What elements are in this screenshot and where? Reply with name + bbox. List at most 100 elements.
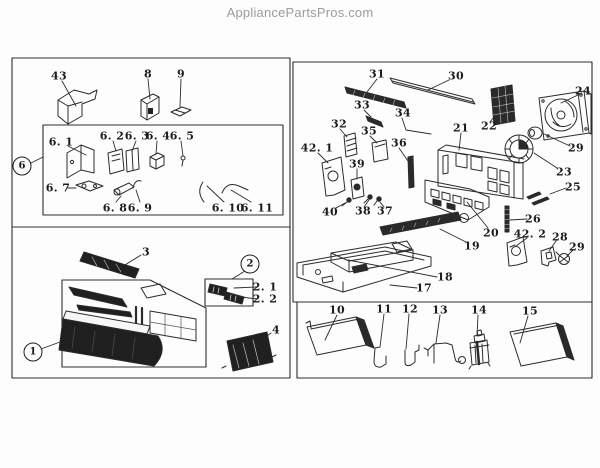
part-callout-31: 31: [368, 67, 386, 81]
part-callout-2-1: 2. 1: [252, 280, 278, 294]
part-callout-43: 43: [50, 69, 68, 83]
part-callout-42-1: 42. 1: [300, 141, 334, 155]
part-callout-14: 14: [470, 303, 488, 317]
panel-assembly-outline: [61, 279, 207, 368]
part-callout-6-11: 6. 11: [240, 201, 274, 215]
part-2-2-connector: [223, 291, 245, 305]
hardware-subsection-frame: [42, 124, 284, 216]
part-42-2-bracket: [506, 236, 528, 267]
part-28-bracket: [540, 246, 557, 267]
part-callout-20: 20: [482, 226, 500, 240]
part-callout-2-2: 2. 2: [252, 292, 278, 306]
part-31-bar: [344, 86, 407, 109]
part-callout-26: 26: [524, 212, 542, 226]
part-24-condenser-fan: [538, 90, 592, 141]
part-6-11-wire: [221, 184, 249, 194]
part-callout-29: 29: [568, 240, 586, 254]
part-callout-35: 35: [360, 124, 378, 138]
part-callout-6-7: 6. 7: [45, 181, 71, 195]
site-watermark: AppliancePartsPros.com: [226, 5, 374, 20]
part-29-fan-motor: [527, 126, 543, 140]
part-12-bracket: [404, 344, 420, 367]
part-6-8-roller: [113, 182, 135, 196]
part-20-vane-assembly: [424, 179, 490, 221]
part-43-bracket: [57, 89, 98, 125]
part-callout-3: 3: [141, 245, 151, 259]
part-36-capacitor: [407, 155, 415, 189]
part-callout-29: 29: [567, 141, 585, 155]
part-6-5-screw: [180, 155, 186, 167]
part-18-tray: [330, 240, 414, 273]
part-callout-39: 39: [348, 157, 366, 171]
part-callout-6-2: 6. 2: [99, 129, 125, 143]
part-callout-32: 32: [330, 117, 348, 131]
part-26-threaded-rod: [503, 205, 511, 233]
part-callout-6-4: 6. 4: [145, 129, 171, 143]
part-23-blower-wheel: [504, 134, 534, 164]
section-frames: [11, 57, 593, 379]
part-22-heat-shield: [490, 84, 516, 126]
part-callout-42-2: 42. 2: [513, 227, 547, 241]
part-15-condenser-coil: [509, 322, 575, 367]
part-callout-9: 9: [176, 67, 186, 81]
part-4-grille: [221, 331, 277, 372]
part-10-evaporator-coil: [305, 316, 375, 356]
part-6-3-plate: [125, 147, 140, 173]
part-1-front-panel-assembly: [58, 283, 197, 367]
part-6-10-wire: [199, 181, 205, 203]
part-21-partition-panel: [437, 144, 525, 200]
part-14-compressor: [468, 329, 491, 370]
part-callout-37: 37: [376, 204, 394, 218]
part-callout-1: 1: [23, 342, 43, 362]
part-9-clip: [170, 106, 192, 117]
part-38-screw: [363, 194, 373, 204]
part-callout-24: 24: [574, 84, 592, 98]
part-callout-21: 21: [452, 121, 470, 135]
coils-section-frame: [296, 301, 593, 379]
part-19-roller: [379, 211, 469, 236]
front-panel-section-frame: [11, 226, 291, 379]
part-13-tubing: [423, 342, 466, 364]
part-callout-6-5: 6. 5: [169, 129, 195, 143]
part-callout-8: 8: [143, 67, 153, 81]
part-callout-2: 2: [240, 254, 260, 274]
part-25-screws: [526, 191, 550, 206]
part-6-2-plate: [107, 148, 125, 175]
part-callout-19: 19: [463, 239, 481, 253]
part-3-grille: [79, 251, 140, 279]
part-8-bracket: [140, 93, 160, 121]
part-callout-6-9: 6. 9: [127, 201, 153, 215]
part-39-switch: [350, 176, 365, 200]
vent-flap: [140, 283, 167, 299]
part-11-clip: [373, 346, 387, 368]
part-callout-22: 22: [480, 119, 498, 133]
part-6-9-hook: [132, 180, 142, 189]
part-callout-28: 28: [551, 230, 569, 244]
part-callout-12: 12: [401, 302, 419, 316]
part-30-rail: [389, 77, 476, 105]
part-callout-13: 13: [431, 303, 449, 317]
part-callout-6-10: 6. 10: [211, 201, 245, 215]
part-callout-18: 18: [436, 270, 454, 284]
part-callout-36: 36: [390, 136, 408, 150]
part-callout-10: 10: [328, 303, 346, 317]
part-32-terminal-block: [343, 132, 358, 158]
part-callout-6: 6: [12, 156, 32, 176]
part-callout-23: 23: [555, 165, 573, 179]
part-6-4-block: [149, 152, 165, 170]
part-callout-33: 33: [353, 98, 371, 112]
part-callout-40: 40: [321, 205, 339, 219]
part-6-1-hinge: [66, 144, 95, 179]
part-callout-6-1: 6. 1: [48, 135, 74, 149]
part-29-grommet: [555, 251, 570, 265]
part-callout-6-3: 6. 3: [124, 129, 150, 143]
part-callout-15: 15: [521, 304, 539, 318]
part-callout-25: 25: [564, 180, 582, 194]
part-6-7-latch: [75, 180, 104, 192]
part-callout-34: 34: [394, 106, 412, 120]
part-37-screw: [373, 196, 382, 206]
part-callout-30: 30: [447, 69, 465, 83]
part-2-1-connector: [207, 283, 228, 297]
